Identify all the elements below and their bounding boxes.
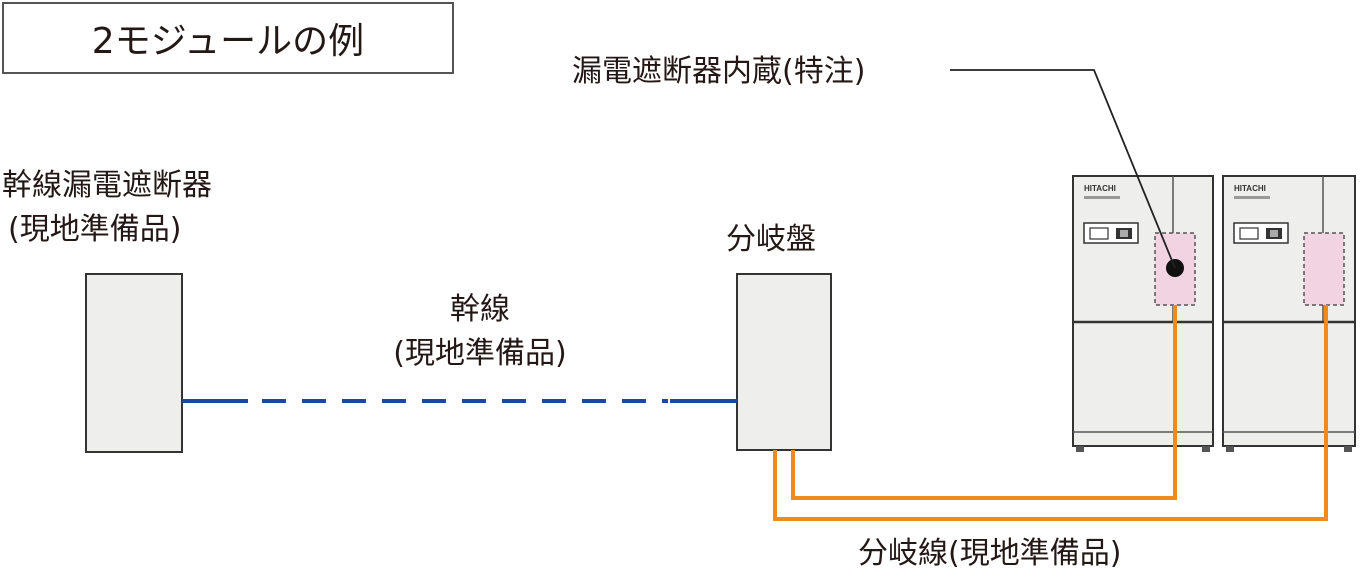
branch-panel-label: 分岐盤 xyxy=(726,222,816,257)
unit-1: HITACHI xyxy=(1072,175,1214,452)
unit-2-breaker-zone xyxy=(1303,232,1345,306)
branch-lines xyxy=(773,305,1328,521)
branch-line-label: 分岐線(現地準備品) xyxy=(858,536,1122,571)
branch-line-2 xyxy=(773,305,1328,521)
trunk-line-label: 幹線 xyxy=(450,292,510,327)
diagram-title-text: 2モジュールの例 xyxy=(91,21,365,62)
unit-1-brand: HITACHI xyxy=(1084,184,1116,193)
unit-2: HITACHI xyxy=(1222,175,1356,452)
builtin-breaker-label: 漏電遮断器内蔵(特注) xyxy=(572,54,866,89)
main-breaker-label: 幹線漏電遮断器 xyxy=(2,168,212,203)
diagram-title: 2モジュールの例 xyxy=(2,2,454,74)
unit-2-brand: HITACHI xyxy=(1234,184,1266,193)
branch-panel-box xyxy=(736,273,832,451)
main-breaker-note: (現地準備品) xyxy=(8,212,182,247)
branch-line-1 xyxy=(791,305,1177,500)
main-breaker-box xyxy=(85,273,183,453)
trunk-line-note: (現地準備品) xyxy=(393,336,567,371)
builtin-breaker-leader xyxy=(950,69,1176,269)
